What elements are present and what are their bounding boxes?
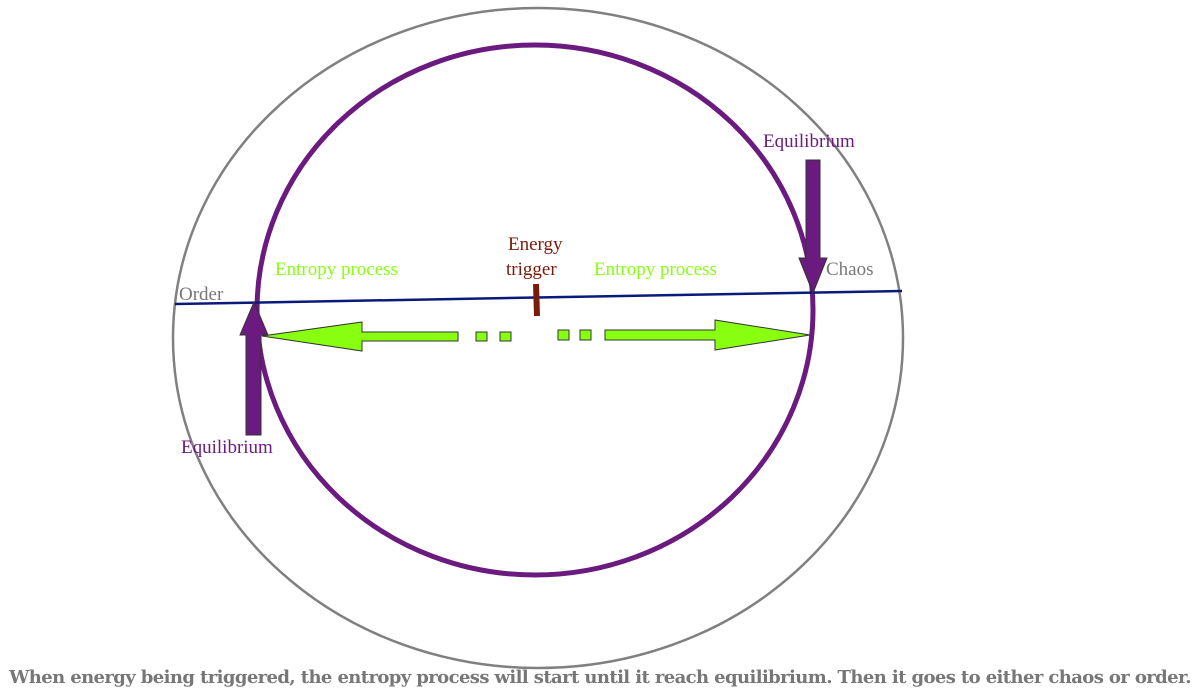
equilibrium-arrow-up bbox=[239, 300, 269, 436]
caption: When energy being triggered, the entropy… bbox=[9, 667, 1191, 688]
equilibrium-arrow-down bbox=[798, 159, 828, 295]
energy-trigger-marker bbox=[533, 283, 540, 317]
equilibrium-bottom-label: Equilibrium bbox=[181, 437, 273, 458]
order-label: Order bbox=[179, 284, 224, 305]
entropy-arrow-right bbox=[604, 319, 811, 351]
energy-label-line1: Energy bbox=[508, 234, 563, 255]
dash bbox=[557, 329, 570, 341]
dash bbox=[499, 331, 512, 342]
dash bbox=[475, 331, 488, 342]
dash bbox=[579, 329, 592, 341]
entropy-arrow-left bbox=[261, 321, 459, 352]
entropy-right-label: Entropy process bbox=[594, 259, 717, 280]
outer-ellipse bbox=[171, 6, 905, 670]
equilibrium-top-label: Equilibrium bbox=[763, 131, 855, 152]
entropy-left-label: Entropy process bbox=[275, 259, 398, 280]
energy-label-line2: trigger bbox=[506, 259, 557, 280]
chaos-label: Chaos bbox=[826, 259, 874, 280]
